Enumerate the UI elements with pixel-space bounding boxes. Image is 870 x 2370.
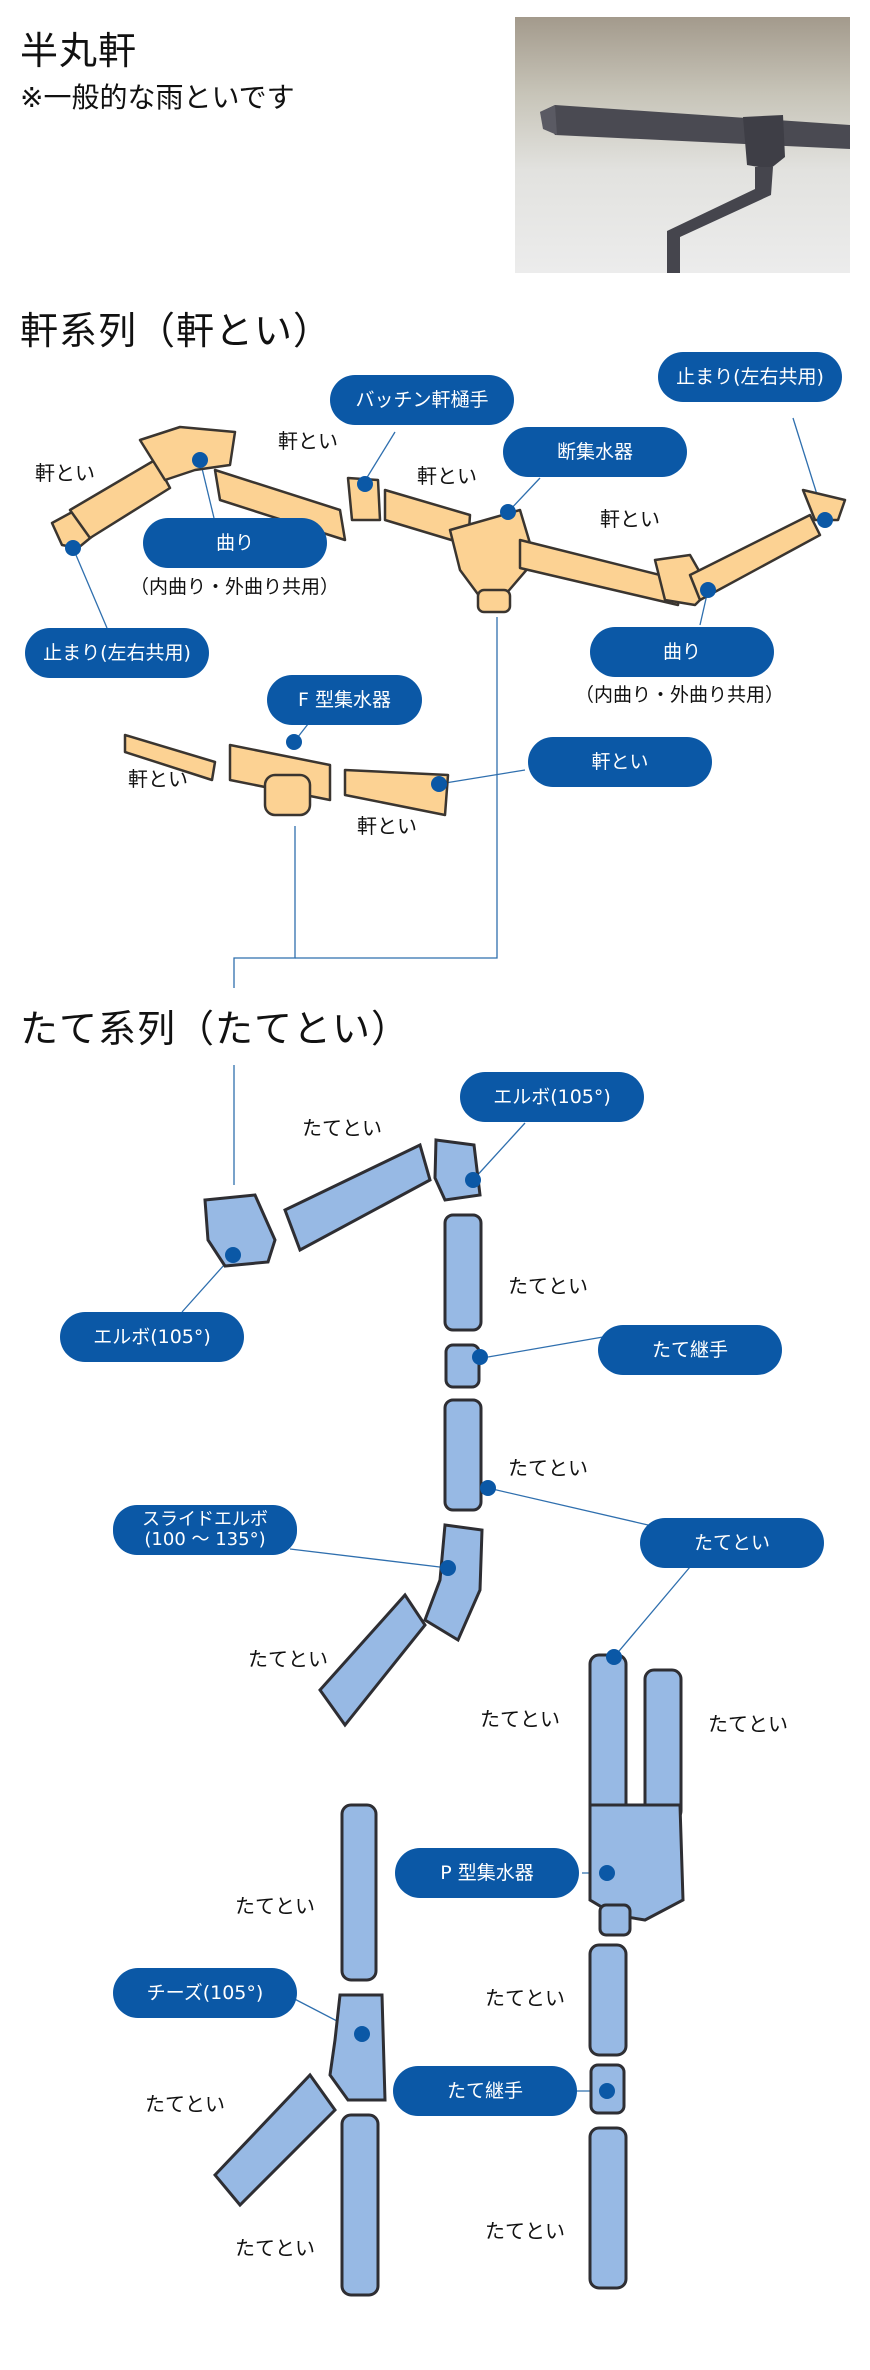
elbow-left (203, 1193, 277, 1268)
callout-pipe: たてとい (640, 1518, 824, 1568)
pipe-vertical (588, 1943, 628, 2057)
connector-line (295, 617, 498, 959)
pipe-vertical (340, 1803, 378, 1982)
leader-line (289, 1548, 449, 1569)
stop-end-right (801, 488, 847, 522)
gutter-segment (343, 768, 450, 817)
callout-gutter: 軒とい (528, 737, 712, 787)
leader-line (438, 769, 526, 785)
label-gutter: 軒とい (357, 814, 417, 838)
elbow-top (433, 1138, 482, 1202)
pointer-dot (480, 1480, 496, 1496)
eaves-section-heading: 軒系列（軒とい） (20, 309, 333, 353)
pipe-vertical (588, 1653, 628, 1822)
pointer-dot (465, 1172, 481, 1188)
callout-elbow-top: エルボ(105°) (460, 1072, 644, 1122)
pipe-diagonal (318, 1592, 427, 1728)
pointer-dot (65, 540, 81, 556)
bend-left-note: （内曲り・外曲り共用） (130, 576, 340, 598)
pipe-diagonal (283, 1142, 432, 1253)
pointer-dot (357, 476, 373, 492)
gutter-photo-illustration (540, 105, 850, 273)
label-downpipe: たてとい (302, 1116, 382, 1140)
label-downpipe: たてとい (145, 2092, 225, 2116)
gutter-product-photo (515, 17, 850, 273)
callout-slide-elbow: スライドエルボ (100 ～ 135°) (113, 1505, 297, 1555)
callout-patchin-joint: バッチン軒樋手 (330, 375, 514, 425)
pointer-dot (599, 2083, 615, 2099)
callout-p-type-outlet: P 型集水器 (395, 1848, 579, 1898)
callout-socket-joint-bottom: たて継手 (393, 2066, 577, 2116)
f-type-outlet-spout (263, 773, 312, 817)
label-gutter: 軒とい (128, 767, 188, 791)
leader-line (362, 431, 396, 485)
label-gutter: 軒とい (600, 507, 660, 531)
socket-joint-top (444, 1343, 481, 1389)
gutter-segment (688, 513, 822, 602)
pointer-dot (354, 2026, 370, 2042)
label-gutter: 軒とい (35, 461, 95, 485)
gutter-segment (518, 538, 682, 607)
pointer-dot (817, 512, 833, 528)
pointer-dot (500, 504, 516, 520)
pipe-vertical (340, 2113, 380, 2297)
p-type-outlet-spout (598, 1903, 632, 1937)
downpipe-section-heading: たて系列（たてとい） (20, 1007, 411, 1051)
pointer-dot (472, 1349, 488, 1365)
pipe-vertical (588, 2126, 628, 2290)
callout-bend-right: 曲り (590, 627, 774, 677)
label-downpipe: たてとい (248, 1647, 328, 1671)
callout-bend-left: 曲り (143, 518, 327, 568)
pipe-vertical (443, 1398, 483, 1512)
label-gutter: 軒とい (278, 429, 338, 453)
pointer-dot (700, 582, 716, 598)
label-gutter: 軒とい (417, 464, 477, 488)
label-downpipe: たてとい (235, 2236, 315, 2260)
label-downpipe: たてとい (485, 1986, 565, 2010)
label-downpipe: たてとい (508, 1456, 588, 1480)
tee-fitting (328, 1993, 387, 2102)
pointer-dot (599, 1865, 615, 1881)
label-downpipe: たてとい (708, 1712, 788, 1736)
pointer-dot (440, 1560, 456, 1576)
pointer-dot (606, 1649, 622, 1665)
leader-line (72, 547, 108, 629)
callout-socket-joint-top: たて継手 (598, 1325, 782, 1375)
pipe-vertical (443, 1213, 483, 1332)
callout-tee: チーズ(105°) (113, 1968, 297, 2018)
pointer-dot (286, 734, 302, 750)
gutter-segment (123, 733, 217, 782)
leader-line (472, 1122, 526, 1181)
pointer-dot (192, 452, 208, 468)
drop-outlet-spout (476, 588, 512, 614)
page-title: 半丸軒 (20, 29, 138, 73)
pointer-dot (225, 1247, 241, 1263)
callout-elbow-left: エルボ(105°) (60, 1312, 244, 1362)
connector-line (233, 826, 296, 988)
leader-line (487, 1487, 649, 1526)
page-subtitle: ※一般的な雨といです (20, 81, 295, 114)
callout-stop-end-left: 止まり(左右共用) (25, 628, 209, 678)
gutter-segment (68, 458, 172, 540)
pipe-diagonal (212, 2072, 337, 2208)
callout-stop-end-right: 止まり(左右共用) (658, 352, 842, 402)
pointer-dots (65, 452, 833, 2099)
bend-right-note: （内曲り・外曲り共用） (575, 684, 785, 706)
pipe-vertical (643, 1668, 683, 1822)
label-downpipe: たてとい (480, 1707, 560, 1731)
label-downpipe: たてとい (235, 1894, 315, 1918)
leader-line (487, 1336, 604, 1358)
bend-corner-left (138, 425, 237, 482)
p-type-outlet (588, 1803, 685, 1922)
callout-f-type-outlet: F 型集水器 (267, 675, 422, 725)
callout-drop-outlet: 断集水器 (503, 427, 687, 477)
pointer-dot (431, 776, 447, 792)
label-downpipe: たてとい (485, 2219, 565, 2243)
eaves-gutter-parts (50, 425, 847, 817)
slide-elbow (423, 1523, 484, 1643)
label-downpipe: たてとい (508, 1274, 588, 1298)
downpipe-parts (203, 1138, 685, 2297)
